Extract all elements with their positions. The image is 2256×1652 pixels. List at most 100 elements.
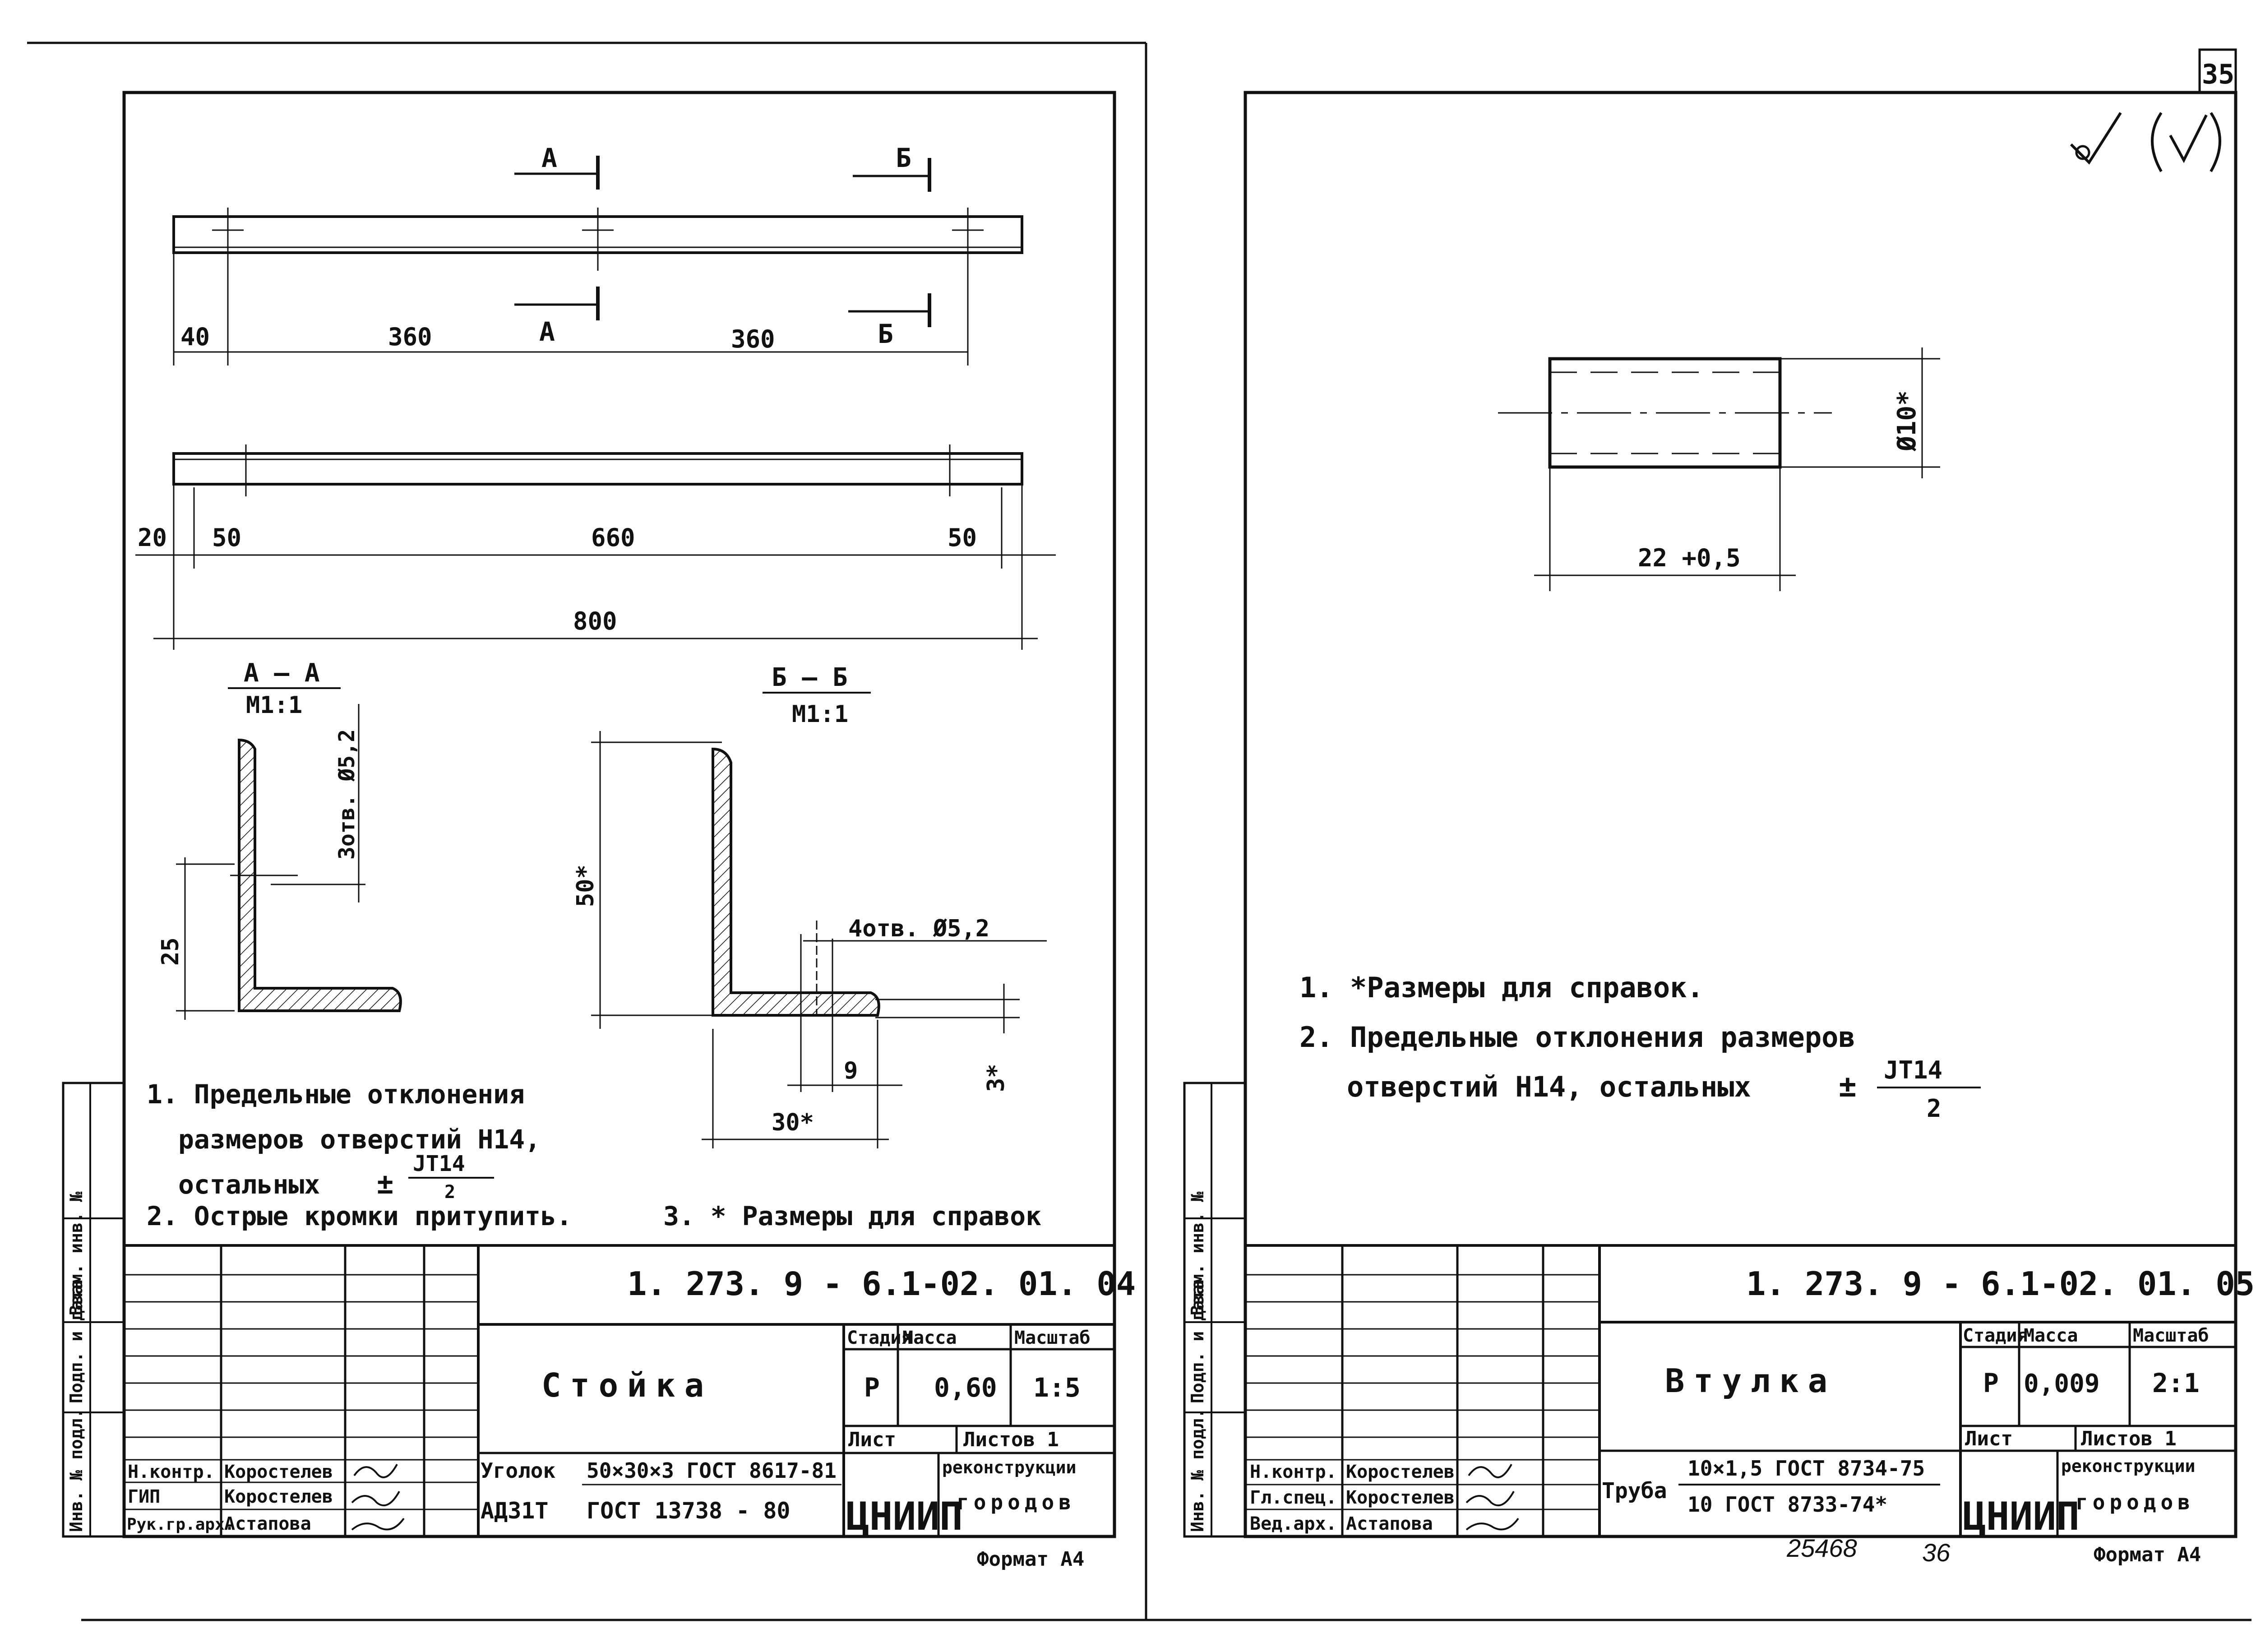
- section-bb: Б — Б М1:1 50* 4отв. Ø5,2 9 3* 30*: [572, 663, 1047, 1148]
- right-side-inv-label: Инв. № подл.: [1188, 1408, 1207, 1532]
- archive-page: 36: [1922, 1538, 1951, 1567]
- left-mass-value: 0,60: [934, 1372, 997, 1403]
- right-note-frac-bot: 2: [1927, 1094, 1942, 1123]
- section-aa-profile: [238, 738, 402, 1012]
- left-title-block: Н.контр. Коростелев ГИП Коростелев Рук.г…: [124, 1244, 1136, 1571]
- left-stage-value: Р: [864, 1372, 880, 1403]
- left-role-3: Рук.гр.арх.: [127, 1515, 234, 1534]
- section-bb-profile: [712, 747, 880, 1017]
- right-side-stamp: Инв. № подл. Подп. и дата Взам. инв. №: [1183, 1082, 1247, 1538]
- section-bb-dim-3: 3*: [983, 1064, 1010, 1092]
- right-note-2-line2: отверстий Н14, остальных: [1347, 1070, 1751, 1103]
- archive-number: 25468: [1786, 1534, 1857, 1562]
- bushing-length-label: 22 +0,5: [1638, 544, 1741, 572]
- right-role-1: Н.контр.: [1250, 1462, 1337, 1482]
- right-sheet-label: Лист: [1965, 1427, 2013, 1450]
- right-scale-value: 2:1: [2152, 1368, 2200, 1398]
- left-part-name: Стойка: [541, 1366, 713, 1404]
- left-role-1: Н.контр.: [128, 1462, 215, 1482]
- right-org-logo: ЦНИИП: [1963, 1494, 2080, 1539]
- page-number: 35: [2202, 59, 2234, 90]
- left-scale-value: 1:5: [1033, 1372, 1081, 1403]
- dim-50-a: 50: [212, 523, 241, 552]
- section-bb-scale: М1:1: [792, 701, 848, 728]
- left-top-view: А А Б Б 40 360 360: [172, 143, 1023, 366]
- section-mark-b-bottom: Б: [878, 319, 893, 349]
- section-aa-hole-label: 3отв. Ø5,2: [334, 729, 360, 860]
- right-col-stage: Стадия: [1963, 1325, 2028, 1346]
- page-number-box: [2198, 48, 2237, 94]
- right-title-block: Н.контр. Коростелев Гл.спец. Коростелев …: [1245, 1244, 2255, 1567]
- dim-660: 660: [591, 523, 635, 552]
- dim-800: 800: [573, 607, 617, 635]
- right-note-1: 1. *Размеры для справок.: [1299, 971, 1704, 1004]
- right-note-pm: ±: [1839, 1069, 1857, 1104]
- left-side-inv-label: Инв. № подл.: [66, 1408, 86, 1532]
- left-material-1a: Уголок: [481, 1458, 555, 1483]
- left-side-sign-label: Подп. и дата: [66, 1279, 86, 1403]
- left-material-2a: АД31Т: [481, 1498, 549, 1524]
- right-note-2-line1: 2. Предельные отклонения размеров: [1299, 1021, 1855, 1054]
- left-role-2: ГИП: [128, 1486, 160, 1507]
- left-col-mass: Масса: [902, 1328, 957, 1348]
- section-aa-scale: М1:1: [246, 692, 302, 719]
- right-side-sign-label: Подп. и дата: [1188, 1279, 1207, 1403]
- right-sheet-frame: [1244, 91, 2238, 1538]
- right-role-3: Вед.арх.: [1250, 1513, 1337, 1534]
- left-col-scale: Масштаб: [1014, 1328, 1091, 1348]
- right-org-text-2: городов: [2076, 1490, 2195, 1514]
- left-col-stage: Стадия: [847, 1328, 912, 1348]
- left-note-1-line1: 1. Предельные отклонения: [147, 1079, 525, 1110]
- right-col-mass: Масса: [2024, 1325, 2078, 1346]
- left-notes: 1. Предельные отклонения размеров отверс…: [147, 1079, 1041, 1231]
- left-signatures: [351, 1464, 405, 1531]
- left-note-1-line3: остальных: [178, 1169, 320, 1200]
- right-material-bot: 10 ГОСТ 8733-74*: [1687, 1492, 1887, 1517]
- right-signatures: [1465, 1464, 1519, 1531]
- section-mark-a-bottom: А: [539, 316, 555, 347]
- left-org-logo: ЦНИИП: [846, 1494, 963, 1539]
- left-format: Формат А4: [977, 1548, 1084, 1571]
- left-sheet-label: Лист: [848, 1428, 896, 1451]
- section-bb-holes-label: 4отв. Ø5,2: [848, 915, 989, 942]
- left-doc-code: 1. 273. 9 - 6.1-02. 01. 04: [627, 1265, 1136, 1303]
- right-sheets-label: Листов 1: [2081, 1427, 2177, 1450]
- bushing-part: Ø10* 22 +0,5: [1498, 347, 1940, 591]
- section-mark-b-top: Б: [896, 143, 911, 173]
- right-stage-value: Р: [1983, 1368, 1999, 1398]
- section-bb-dim-50: 50*: [572, 865, 599, 907]
- left-note-3: 3. * Размеры для справок: [663, 1201, 1041, 1231]
- left-note-1-line2: размеров отверстий Н14,: [178, 1124, 541, 1155]
- left-note-1-frac-top: JТ14: [413, 1151, 465, 1176]
- right-material-a: Труба: [1602, 1478, 1667, 1504]
- section-bb-dim-9: 9: [844, 1057, 858, 1084]
- left-person-2: Коростелев: [224, 1486, 333, 1507]
- left-side-stamp: Инв. № подл. Подп. и дата Взам. инв. №: [62, 1082, 125, 1538]
- dim-360-a: 360: [388, 323, 432, 351]
- left-sheet-frame: [122, 91, 1116, 1538]
- section-bb-dim-30: 30*: [772, 1109, 814, 1136]
- section-mark-a-top: А: [541, 143, 557, 173]
- right-material-top: 10×1,5 ГОСТ 8734-75: [1687, 1456, 1925, 1481]
- left-side-replace-label: Взам. инв. №: [66, 1191, 86, 1315]
- right-role-2: Гл.спец.: [1250, 1487, 1337, 1508]
- left-sheet: Инв. № подл. Подп. и дата Взам. инв. № А…: [62, 91, 1136, 1571]
- left-note-1-frac-bot: 2: [444, 1182, 455, 1203]
- left-mid-view: 20 50 660 50 800: [135, 444, 1056, 650]
- dim-20: 20: [138, 523, 167, 552]
- right-col-scale: Масштаб: [2133, 1325, 2209, 1346]
- left-material-1b: 50×30×3 ГОСТ 8617-81: [587, 1458, 837, 1483]
- left-org-text-2: городов: [957, 1490, 1076, 1514]
- right-person-1: Коростелев: [1346, 1462, 1455, 1482]
- left-org-text-1: реконструкции: [942, 1458, 1076, 1477]
- roughness-mark: [2070, 112, 2221, 172]
- left-person-1: Коростелев: [224, 1462, 333, 1482]
- right-side-replace-label: Взам. инв. №: [1188, 1191, 1207, 1315]
- bushing-diameter-label: Ø10*: [1892, 390, 1922, 452]
- right-org-text-1: реконструкции: [2061, 1456, 2195, 1476]
- left-note-1-pm: ±: [377, 1167, 393, 1200]
- left-note-2: 2. Острые кромки притупить.: [147, 1201, 572, 1231]
- dim-40: 40: [180, 323, 210, 351]
- right-notes: 1. *Размеры для справок. 2. Предельные о…: [1299, 971, 1981, 1123]
